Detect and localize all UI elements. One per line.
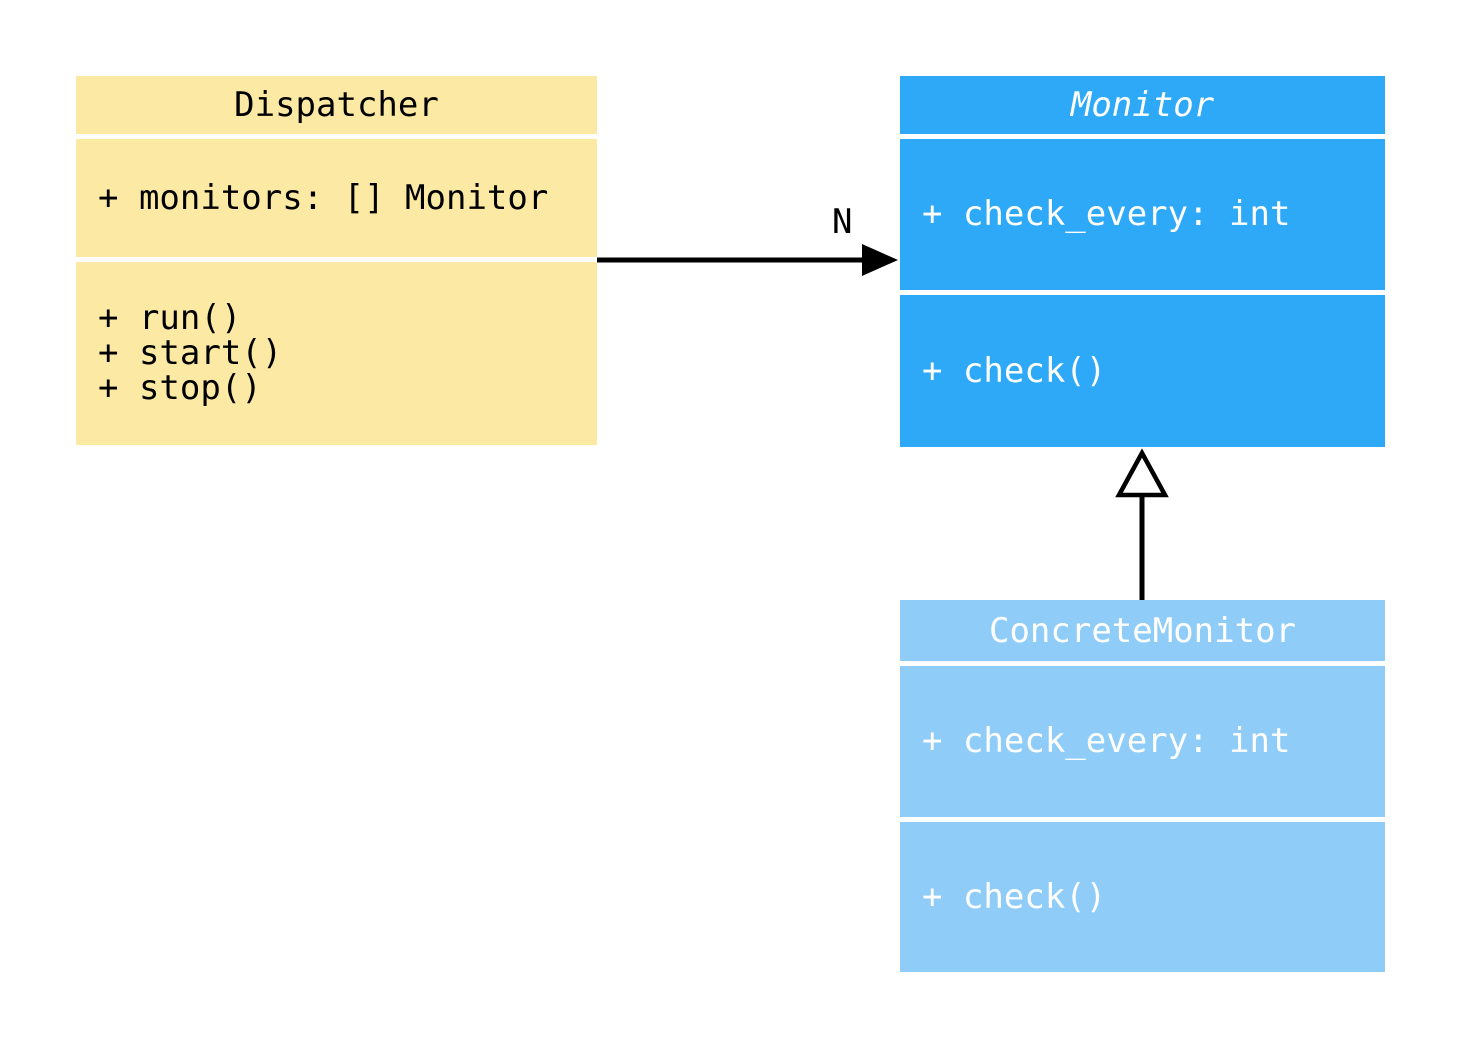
method-stop: + stop() (98, 368, 262, 408)
method-run: + run() (98, 298, 242, 338)
association-arrow-dispatcher-to-monitor (597, 244, 898, 276)
class-attributes-dispatcher: + monitors: [] Monitor (76, 139, 597, 257)
class-box-dispatcher: Dispatcher + monitors: [] Monitor + run(… (76, 76, 597, 445)
attribute-check-every: + check_every: int (922, 194, 1291, 234)
method-check: + check() (922, 350, 1107, 391)
class-attributes-monitor: + check_every: int (900, 139, 1385, 290)
attribute-monitors: + monitors: [] Monitor (98, 177, 549, 218)
class-methods-dispatcher: + run() + start() + stop() (76, 262, 597, 445)
class-attributes-concrete-monitor: + check_every: int (900, 666, 1385, 817)
class-box-concrete-monitor: ConcreteMonitor + check_every: int + che… (900, 600, 1385, 972)
method-start: + start() (98, 333, 283, 373)
class-box-monitor: Monitor + check_every: int + check() (900, 76, 1385, 447)
method-check: + check() (922, 876, 1107, 917)
class-title-dispatcher: Dispatcher (76, 76, 597, 134)
attribute-check-every: + check_every: int (922, 721, 1291, 761)
inheritance-arrow-concrete-monitor-to-monitor (1115, 448, 1169, 600)
inheritance-hollow-triangle-icon (1115, 448, 1169, 498)
class-methods-monitor: + check() (900, 295, 1385, 447)
association-multiplicity-label: N (832, 202, 853, 242)
class-title-concrete-monitor: ConcreteMonitor (900, 600, 1385, 661)
class-title-monitor: Monitor (900, 76, 1385, 134)
association-arrowhead-icon (862, 244, 898, 276)
class-methods-concrete-monitor: + check() (900, 822, 1385, 972)
